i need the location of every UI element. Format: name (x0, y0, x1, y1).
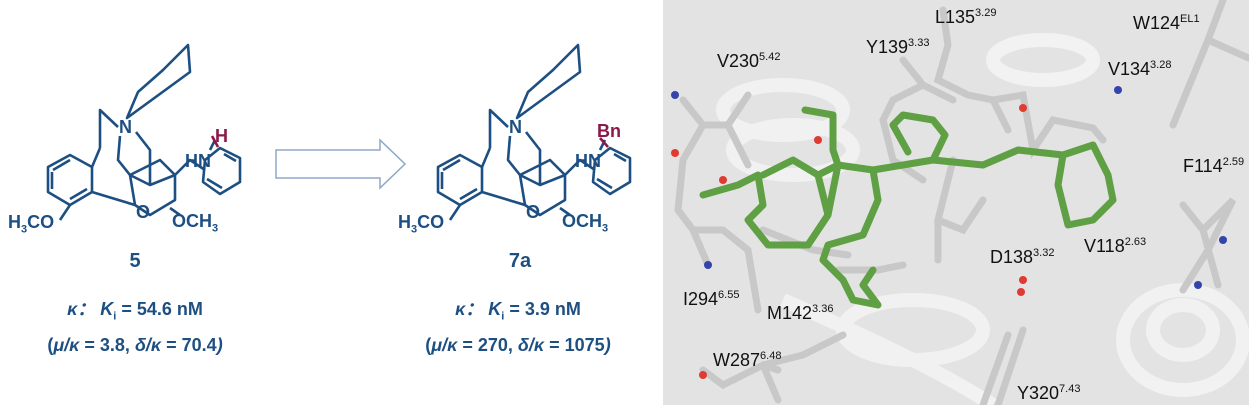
residue-label: W124EL1 (1133, 13, 1200, 33)
ki-value: κ： Ki = 3.9 nM (455, 299, 581, 323)
residue-label: V1182.63 (1084, 236, 1147, 256)
selectivity: (μ/κ = 270, δ/κ = 1075) (425, 335, 611, 355)
left-methoxy: H3CO (8, 212, 55, 236)
residue-label: M1423.36 (767, 303, 834, 323)
amine-n: N (509, 117, 522, 137)
chemical-structures (46, 43, 632, 222)
right-arrow-icon (275, 139, 406, 189)
nh-substituent: H (215, 126, 228, 146)
residue-label: V2305.42 (717, 51, 781, 71)
nh-label: HN (185, 151, 211, 171)
residue-label: Y1393.33 (866, 37, 930, 57)
docking-pose-image: L1353.29 W124EL1 Y1393.33 V2305.42 V1343… (663, 0, 1249, 405)
residue-label: L1353.29 (935, 7, 997, 27)
compound-id: 5 (129, 250, 141, 272)
residue-label: W2876.48 (713, 350, 782, 370)
docking-render (671, 0, 1249, 405)
amine-n: N (119, 117, 132, 137)
residue-label: F1142.59 (1183, 156, 1245, 176)
residue-label: Y3207.43 (1017, 383, 1081, 403)
right-methoxy: OCH3 (562, 211, 609, 235)
selectivity: (μ/κ = 3.8, δ/κ = 70.4) (47, 335, 223, 355)
compound-5-skeleton (46, 43, 242, 222)
right-methoxy: OCH3 (172, 211, 219, 235)
left-methoxy: H3CO (398, 212, 445, 236)
compound-id: 7a (508, 250, 532, 272)
residue-label: I2946.55 (683, 289, 740, 309)
nh-substituent: Bn (597, 121, 621, 141)
nh-label: HN (575, 151, 601, 171)
residue-label: D1383.32 (990, 247, 1055, 267)
ring-oxygen: O (526, 202, 541, 222)
ki-value: κ： Ki = 54.6 nM (67, 299, 203, 323)
ring-oxygen: O (136, 202, 151, 222)
residue-label: V1343.28 (1108, 59, 1172, 79)
